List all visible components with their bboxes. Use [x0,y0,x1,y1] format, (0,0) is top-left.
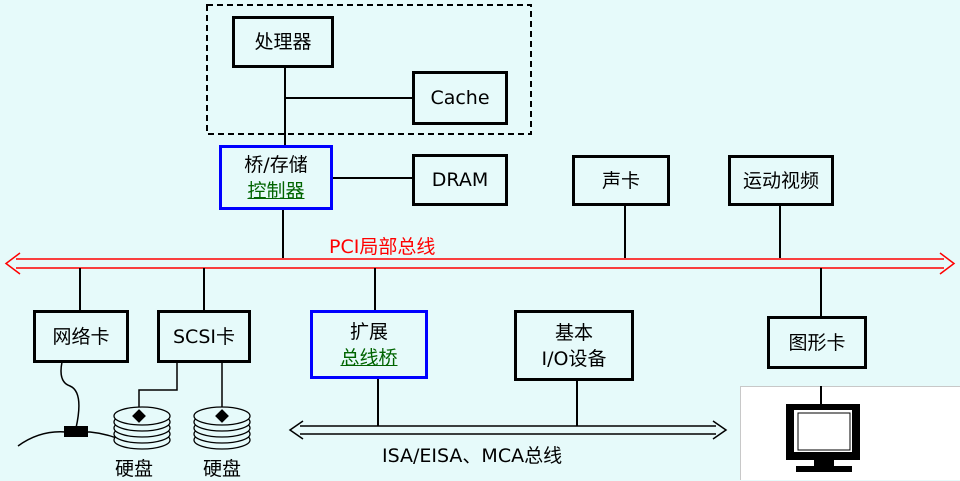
expansion-bridge-line1: 扩展 [349,320,388,343]
isa-bus-label: ISA/EISA、MCA总线 [382,445,563,467]
dram-label: DRAM [431,169,489,191]
bridge-controller-line1: 桥/存储 [244,153,308,176]
sound-card-box: 声卡 [572,155,670,206]
basic-io-line2: I/O设备 [541,347,607,370]
scsi-card-label: SCSI卡 [173,325,235,348]
cpu-group-dashed-border [206,4,532,135]
graphics-card-box: 图形卡 [767,316,867,369]
hard-disk-icon [193,406,251,450]
basic-io-line1: 基本 [554,321,593,344]
processor-label: 处理器 [254,31,312,53]
hard-disk-icon [113,406,171,450]
motion-video-box: 运动视频 [728,155,834,206]
expansion-bridge-box: 扩展 总线桥 [310,310,428,379]
processor-box: 处理器 [232,16,334,68]
scsi-card-box: SCSI卡 [157,310,251,363]
expansion-bridge-line2: 总线桥 [340,346,398,369]
isa-bus-line [288,420,728,440]
pci-bus-line [4,252,956,275]
bridge-memory-controller-box: 桥/存储 控制器 [219,145,333,210]
graphics-card-label: 图形卡 [788,331,846,354]
cache-box: Cache [412,71,508,125]
cache-label: Cache [430,87,490,109]
motion-video-label: 运动视频 [742,169,819,192]
hard-disk-1-label: 硬盘 [115,458,154,480]
network-cable [60,361,80,429]
network-connector [64,426,88,437]
bridge-controller-line2: 控制器 [247,179,305,202]
scsi-to-disk1-link [138,363,178,415]
hard-disk-2-label: 硬盘 [203,458,242,480]
network-card-label: 网络卡 [52,325,110,348]
pci-bus-label: PCI局部总线 [329,236,436,258]
network-card-box: 网络卡 [33,310,129,363]
sound-card-label: 声卡 [601,169,640,192]
dram-box: DRAM [412,154,508,206]
monitor-icon [786,386,860,472]
basic-io-box: 基本 I/O设备 [514,310,634,381]
